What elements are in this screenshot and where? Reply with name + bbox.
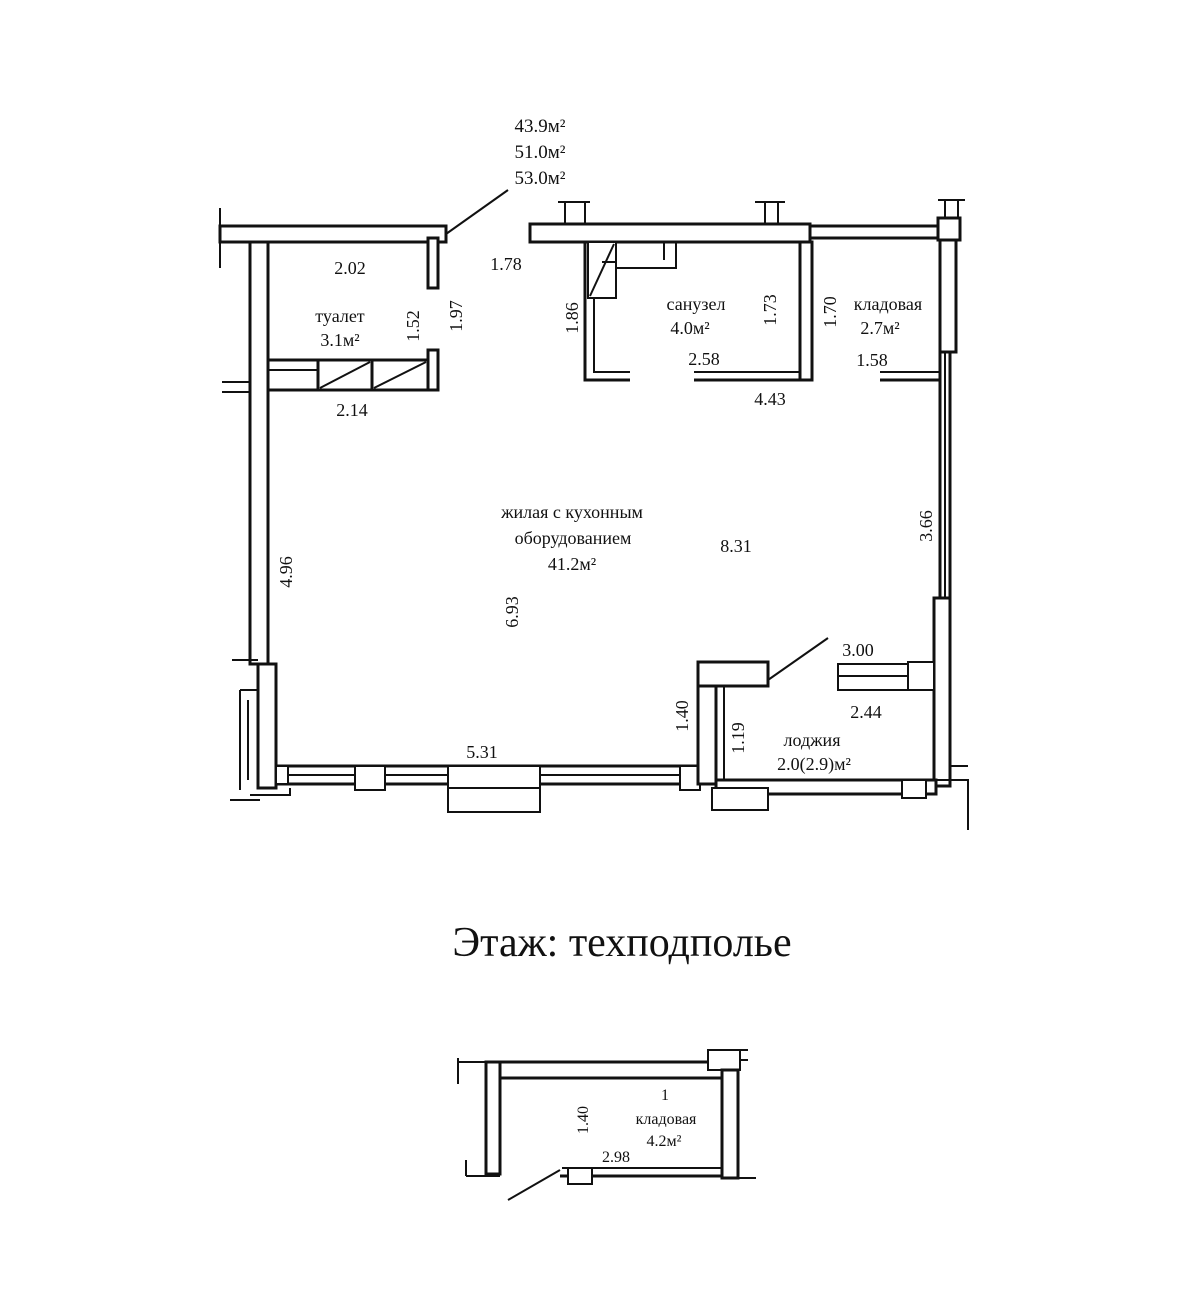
dim-1-40: 1.40: [672, 700, 692, 732]
room-labels: туалет 3.1м² санузел 4.0м² кладовая 2.7м…: [315, 294, 922, 775]
dim-1-97: 1.97: [446, 300, 466, 332]
living-name-line2: оборудованием: [515, 528, 632, 548]
dim-2-44: 2.44: [850, 702, 882, 722]
bathroom-name: санузел: [667, 294, 726, 314]
basement-dim-2-98: 2.98: [602, 1149, 630, 1166]
dim-4-43: 4.43: [754, 389, 786, 409]
dim-1-58: 1.58: [856, 350, 888, 370]
basement-dim-1-40: 1.40: [575, 1106, 592, 1134]
dim-1-19: 1.19: [728, 722, 748, 754]
dim-2-58: 2.58: [688, 349, 720, 369]
dim-6-93: 6.93: [502, 596, 522, 628]
toilet-name: туалет: [315, 306, 365, 326]
area-leader-line: [445, 189, 509, 235]
floor-heading: Этаж: техподполье: [452, 920, 791, 966]
basement-room-name: кладовая: [636, 1111, 697, 1128]
dim-3-66: 3.66: [916, 510, 936, 542]
dimension-labels: 2.02 1.78 1.97 1.52 1.86 1.73 1.70 2.58 …: [276, 254, 936, 762]
total-area-3: 53.0м²: [515, 168, 566, 189]
bathroom-area: 4.0м²: [670, 318, 709, 338]
storage-area: 2.7м²: [860, 318, 899, 338]
loggia-area: 2.0(2.9)м²: [777, 754, 851, 775]
dim-5-31: 5.31: [466, 742, 498, 762]
loggia-name: лоджия: [784, 730, 841, 750]
total-areas: 43.9м² 51.0м² 53.0м²: [515, 116, 566, 189]
basement-labels: 1 кладовая 4.2м² 1.40 2.98: [575, 1087, 697, 1166]
loggia-leader-line: [767, 637, 829, 681]
living-name-line1: жилая с кухонным: [500, 502, 643, 522]
dim-1-52: 1.52: [403, 310, 423, 342]
dim-1-73: 1.73: [760, 294, 780, 326]
basement-room-number: 1: [661, 1087, 669, 1104]
dim-2-02: 2.02: [334, 258, 366, 278]
basement-room-area: 4.2м²: [647, 1133, 682, 1150]
basement-walls: [457, 1049, 756, 1185]
main-floor-walls: [218, 199, 969, 830]
toilet-area: 3.1м²: [320, 330, 359, 350]
basement-leader-line: [507, 1169, 561, 1201]
dim-4-96: 4.96: [276, 556, 296, 588]
dim-1-70: 1.70: [820, 296, 840, 328]
total-area-2: 51.0м²: [515, 142, 566, 163]
dim-1-86: 1.86: [562, 302, 582, 334]
dim-8-31: 8.31: [720, 536, 752, 556]
dim-3-00: 3.00: [842, 640, 874, 660]
living-area: 41.2м²: [548, 554, 596, 574]
storage-name: кладовая: [854, 294, 922, 314]
dim-1-78: 1.78: [490, 254, 522, 274]
total-area-1: 43.9м²: [515, 116, 566, 137]
dim-2-14: 2.14: [336, 400, 368, 420]
